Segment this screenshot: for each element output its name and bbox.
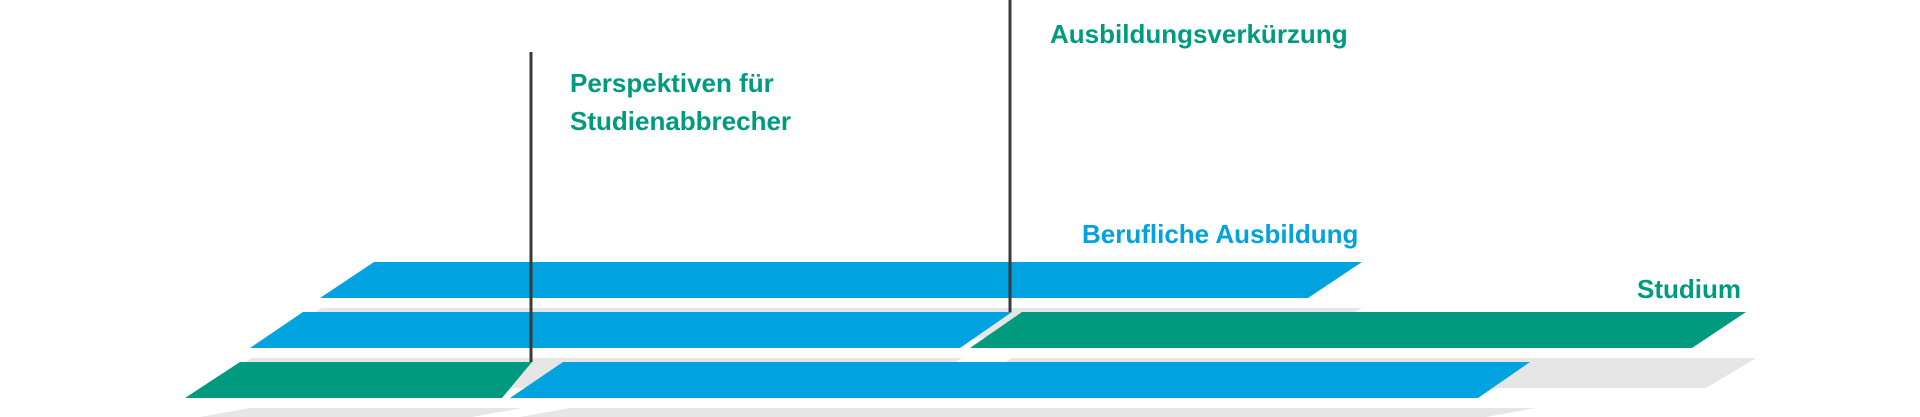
shadow-bottom-blue-band (520, 408, 1536, 417)
label-perspektiven-line1: Perspektiven für (570, 68, 774, 98)
label-studium: Studium (1637, 274, 1741, 304)
bottom-blue-band (510, 362, 1530, 398)
label-perspektiven-line2: Studienabbrecher (570, 106, 792, 136)
bottom-green-band (185, 362, 532, 398)
middle-green-band (970, 312, 1746, 348)
label-ausbildungsverkuerzung: Ausbildungsverkürzung (1050, 19, 1348, 49)
middle-blue-band (250, 312, 1012, 348)
label-perspektiven-studienabbrecher: Perspektiven für Studienabbrecher (570, 64, 791, 140)
label-berufliche-ausbildung: Berufliche Ausbildung (1082, 219, 1359, 249)
top-blue-band (320, 262, 1362, 298)
shadow-bottom-green-band (200, 408, 522, 417)
